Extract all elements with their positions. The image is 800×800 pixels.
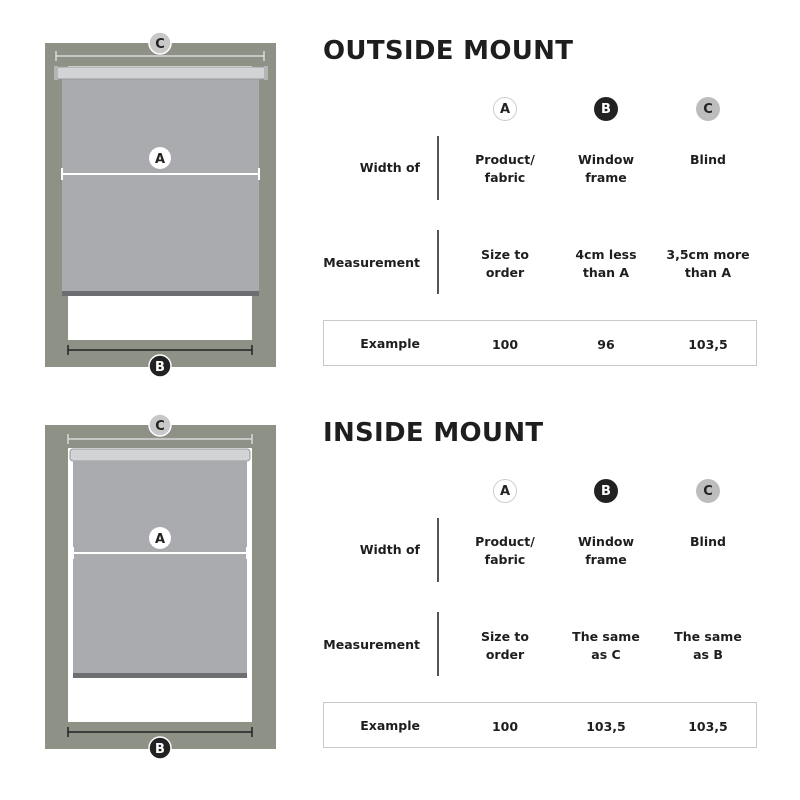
section-title: INSIDE MOUNT — [323, 418, 544, 448]
roller-end-left — [54, 66, 58, 80]
outside-mount-diagram: C A B — [45, 31, 276, 378]
section-title: OUTSIDE MOUNT — [323, 36, 574, 66]
row-label-example: Example — [360, 336, 420, 351]
marker-a-middle — [149, 527, 171, 549]
marker-b-bottom — [148, 354, 172, 378]
column-marker-c: C — [696, 479, 720, 503]
cell-measure-b: The same as C — [572, 629, 640, 662]
cell-width-a: Product/ fabric — [475, 152, 535, 185]
marker-c-top — [148, 413, 172, 437]
cell-example-a: 100 — [491, 719, 519, 734]
cell-example-b: 96 — [597, 337, 615, 352]
blind-bottom-bar — [62, 291, 259, 296]
cell-measure-a: Size to order — [481, 247, 529, 280]
marker-b-bottom — [148, 736, 172, 760]
cell-width-b: Window frame — [577, 152, 635, 185]
outside-mount-panel: C A B OUTSIDE MOUNT A B C Width of Produ… — [0, 0, 800, 380]
marker-a-middle — [149, 147, 171, 169]
cell-measure-b: 4cm less than A — [575, 247, 637, 280]
row-label-example: Example — [360, 718, 420, 733]
cell-measure-c: The same as B — [674, 629, 742, 662]
cell-width-c: Blind — [690, 152, 726, 167]
marker-a-label: A — [155, 532, 165, 547]
marker-b-label: B — [155, 360, 165, 375]
column-marker-c: C — [696, 97, 720, 121]
row-label-measurement: Measurement — [323, 637, 420, 652]
row-label-width: Width of — [359, 542, 420, 557]
row-separator — [437, 136, 439, 200]
cell-measure-a: Size to order — [481, 629, 529, 662]
cell-measure-c: 3,5cm more than A — [666, 247, 750, 280]
cell-example-a: 100 — [491, 337, 519, 352]
cell-example-b: 103,5 — [586, 719, 626, 734]
row-separator — [437, 612, 439, 676]
row-label-width: Width of — [359, 160, 420, 175]
blind-fabric — [73, 461, 247, 673]
marker-c-top — [148, 31, 172, 55]
column-marker-b: B — [594, 479, 618, 503]
roller-tube — [55, 66, 267, 80]
marker-a-label: A — [155, 152, 165, 167]
row-label-measurement: Measurement — [323, 255, 420, 270]
example-row-box — [323, 702, 757, 748]
blind-bottom-bar — [73, 673, 247, 678]
cell-example-c: 103,5 — [688, 337, 728, 352]
roller-tube — [69, 448, 251, 462]
example-row-box — [323, 320, 757, 366]
marker-c-label: C — [155, 419, 165, 434]
inside-mount-panel: C A B INSIDE MOUNT A B C Width of Produc… — [0, 382, 800, 762]
marker-c-label: C — [155, 37, 165, 52]
column-marker-a: A — [493, 97, 517, 121]
cell-width-c: Blind — [690, 534, 726, 549]
column-marker-a: A — [493, 479, 517, 503]
column-marker-b: B — [594, 97, 618, 121]
roller-end-right — [264, 66, 268, 80]
row-separator — [437, 230, 439, 294]
inside-mount-diagram: C A B — [45, 413, 276, 760]
marker-b-label: B — [155, 742, 165, 757]
cell-example-c: 103,5 — [688, 719, 728, 734]
cell-width-a: Product/ fabric — [475, 534, 535, 567]
blind-fabric — [62, 78, 259, 291]
cell-width-b: Window frame — [577, 534, 635, 567]
row-separator — [437, 518, 439, 582]
